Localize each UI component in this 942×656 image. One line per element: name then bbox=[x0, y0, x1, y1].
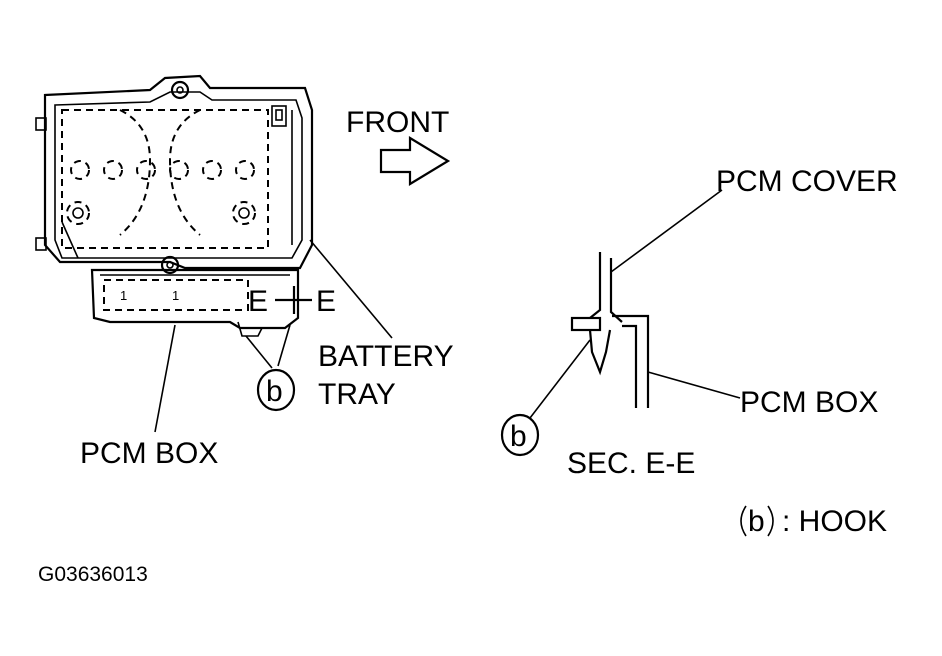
battery-cells bbox=[70, 160, 255, 180]
battery-tray-assembly bbox=[35, 74, 314, 275]
hook-legend: b : HOOK bbox=[740, 505, 887, 538]
battery-tray-label-line2: TRAY bbox=[318, 378, 396, 411]
section-ee-drawing bbox=[570, 252, 650, 408]
pcm-cover-label: PCM COVER bbox=[716, 165, 898, 198]
hook-symbol-left: b bbox=[256, 368, 296, 412]
legend-text: : HOOK bbox=[782, 505, 887, 538]
pcm-box-right-label: PCM BOX bbox=[740, 386, 878, 419]
figure-code: G03636013 bbox=[38, 563, 148, 586]
section-cut-marker: E E bbox=[248, 285, 336, 318]
hook-left-leader-1 bbox=[245, 335, 273, 369]
front-arrow-icon bbox=[379, 136, 451, 186]
battery-tray-label-line1: BATTERY bbox=[318, 340, 454, 373]
pcm-box-right-leader bbox=[647, 371, 741, 399]
hook-left-leader-2 bbox=[277, 324, 291, 367]
section-marker-right: E bbox=[316, 285, 336, 318]
svg-text:b: b bbox=[510, 420, 527, 453]
battery-tray-leader bbox=[309, 239, 393, 339]
pcm-mark-1: 1 bbox=[120, 288, 127, 303]
front-label: FRONT bbox=[346, 106, 449, 139]
hook-right-leader bbox=[529, 339, 591, 419]
pcm-cover-leader bbox=[610, 189, 723, 273]
section-marker-left: E bbox=[248, 285, 268, 318]
pcm-box-left: 1 1 bbox=[90, 268, 300, 337]
hook-symbol-right: b bbox=[500, 413, 540, 457]
pcm-box-left-leader bbox=[154, 324, 176, 433]
section-title: SEC. E-E bbox=[567, 447, 695, 480]
legend-symbol: b bbox=[748, 505, 765, 538]
pcm-mark-2: 1 bbox=[172, 288, 179, 303]
svg-text:b: b bbox=[266, 375, 283, 408]
pcm-box-left-label: PCM BOX bbox=[80, 437, 218, 470]
